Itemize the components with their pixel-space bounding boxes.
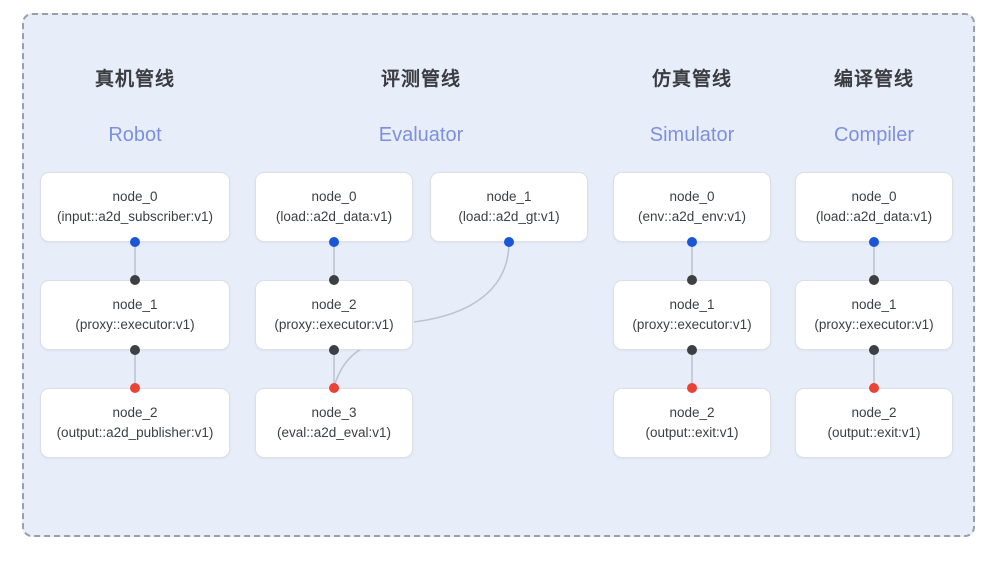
- pipeline-panel: [22, 13, 975, 537]
- node-label-name: node_2: [669, 405, 715, 420]
- port-source-evaluator-1[interactable]: [504, 237, 514, 247]
- node-evaluator-2[interactable]: node_2 (proxy::executor:v1): [255, 280, 413, 350]
- node-label-type: (proxy::executor:v1): [274, 317, 394, 332]
- node-robot-0[interactable]: node_0 (input::a2d_subscriber:v1): [40, 172, 230, 242]
- column-title-en-simulator: Simulator: [649, 124, 735, 146]
- node-label-type: (proxy::executor:v1): [632, 317, 752, 332]
- node-robot-1[interactable]: node_1 (proxy::executor:v1): [40, 280, 230, 350]
- node-label-type: (proxy::executor:v1): [75, 317, 195, 332]
- node-label-name: node_1: [112, 297, 158, 312]
- node-label-name: node_0: [669, 189, 715, 204]
- node-label-type: (load::a2d_gt:v1): [458, 209, 560, 224]
- node-label-type: (output::exit:v1): [827, 425, 921, 440]
- node-label-name: node_2: [851, 405, 897, 420]
- node-label-name: node_1: [486, 189, 532, 204]
- node-label-name: node_0: [851, 189, 897, 204]
- node-label-type: (output::exit:v1): [645, 425, 739, 440]
- port-source-evaluator-0[interactable]: [329, 237, 339, 247]
- node-evaluator-1[interactable]: node_1 (load::a2d_gt:v1): [430, 172, 588, 242]
- node-label-name: node_1: [851, 297, 897, 312]
- node-evaluator-3[interactable]: node_3 (eval::a2d_eval:v1): [255, 388, 413, 458]
- node-label-name: node_1: [669, 297, 715, 312]
- port-in-simulator-1[interactable]: [687, 275, 697, 285]
- node-label-type: (input::a2d_subscriber:v1): [56, 209, 214, 224]
- port-sink-simulator-2[interactable]: [687, 383, 697, 393]
- port-source-robot-0[interactable]: [130, 237, 140, 247]
- port-in-compiler-1[interactable]: [869, 275, 879, 285]
- node-compiler-1[interactable]: node_1 (proxy::executor:v1): [795, 280, 953, 350]
- port-sink-robot-2[interactable]: [130, 383, 140, 393]
- column-title-cn-compiler: 编译管线: [833, 69, 914, 90]
- node-simulator-2[interactable]: node_2 (output::exit:v1): [613, 388, 771, 458]
- port-in-robot-1[interactable]: [130, 275, 140, 285]
- node-label-type: (proxy::executor:v1): [814, 317, 934, 332]
- node-compiler-2[interactable]: node_2 (output::exit:v1): [795, 388, 953, 458]
- port-out-robot-1[interactable]: [130, 345, 140, 355]
- port-in-evaluator-2[interactable]: [329, 275, 339, 285]
- node-label-name: node_3: [311, 405, 357, 420]
- column-title-cn-robot: 真机管线: [94, 69, 175, 90]
- column-title-en-evaluator: Evaluator: [378, 124, 464, 146]
- port-out-compiler-1[interactable]: [869, 345, 879, 355]
- column-title-cn-evaluator: 评测管线: [380, 69, 461, 90]
- node-simulator-1[interactable]: node_1 (proxy::executor:v1): [613, 280, 771, 350]
- node-label-type: (env::a2d_env:v1): [637, 209, 747, 224]
- node-label-name: node_0: [311, 189, 357, 204]
- port-out-simulator-1[interactable]: [687, 345, 697, 355]
- node-evaluator-0[interactable]: node_0 (load::a2d_data:v1): [255, 172, 413, 242]
- column-title-en-robot: Robot: [108, 124, 162, 146]
- node-label-type: (load::a2d_data:v1): [275, 209, 393, 224]
- node-label-name: node_0: [112, 189, 158, 204]
- node-simulator-0[interactable]: node_0 (env::a2d_env:v1): [613, 172, 771, 242]
- port-sink-evaluator-3[interactable]: [329, 383, 339, 393]
- column-title-en-compiler: Compiler: [833, 124, 915, 146]
- node-robot-2[interactable]: node_2 (output::a2d_publisher:v1): [40, 388, 230, 458]
- port-out-evaluator-2[interactable]: [329, 345, 339, 355]
- node-label-name: node_2: [112, 405, 158, 420]
- node-label-type: (output::a2d_publisher:v1): [56, 425, 214, 440]
- node-compiler-0[interactable]: node_0 (load::a2d_data:v1): [795, 172, 953, 242]
- column-title-cn-simulator: 仿真管线: [651, 69, 732, 90]
- port-source-compiler-0[interactable]: [869, 237, 879, 247]
- node-label-name: node_2: [311, 297, 357, 312]
- port-sink-compiler-2[interactable]: [869, 383, 879, 393]
- port-source-simulator-0[interactable]: [687, 237, 697, 247]
- node-label-type: (load::a2d_data:v1): [815, 209, 933, 224]
- node-label-type: (eval::a2d_eval:v1): [276, 425, 392, 440]
